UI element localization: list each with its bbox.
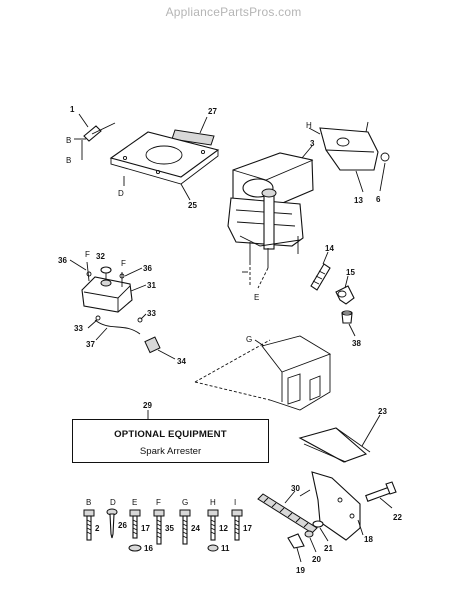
part-13-muffler [308,121,390,171]
callout-30: 30 [291,484,300,493]
hardware-b-number: 2 [95,524,100,533]
callout-25: 25 [188,201,197,210]
part-27-strip [171,129,215,146]
callout-33-right: 33 [147,309,156,318]
callout-37: 37 [86,340,95,349]
part-22-bolt [365,481,397,502]
callout-19: 19 [296,566,305,575]
callout-22: 22 [393,513,402,522]
part-34-filter [144,336,161,354]
hardware-g-letter: G [182,498,188,507]
callout-36-right: 36 [143,264,152,273]
callout-20: 20 [312,555,321,564]
letter-b-lower: B [66,156,71,165]
letter-e: E [254,293,259,302]
part-3-engine [227,152,314,289]
callout-27: 27 [208,107,217,116]
callout-13: 13 [354,196,363,205]
callout-21: 21 [324,544,333,553]
part-14-pipe [310,263,331,291]
part-25-plate [109,131,220,186]
part-30-grating [257,493,318,534]
callout-23: 23 [378,407,387,416]
hardware-f-number: 35 [165,524,174,533]
spark-arrester-label: Spark Arrester [139,446,202,457]
callout-3: 3 [310,139,315,148]
optional-equipment-box: OPTIONAL EQUIPMENT Spark Arrester [72,419,269,463]
letter-f-left: F [85,250,90,259]
part-31-fuel-tank [81,261,133,313]
letter-b-upper: B [66,136,71,145]
letter-f-right: F [121,259,126,268]
hardware-i-number: 17 [243,524,252,533]
callout-38: 38 [352,339,361,348]
callout-15: 15 [346,268,355,277]
hardware-h-number: 12 [219,524,228,533]
part-37-fuel-line [94,319,141,335]
mounting-frame [194,335,332,411]
hardware-e-number: 17 [141,524,150,533]
hardware-e-letter: E [132,498,137,507]
callout-29: 29 [143,401,152,410]
washer-16: 16 [144,544,153,553]
part-19-clip [287,533,305,549]
part-18-bracket [299,471,361,541]
hardware-d-number: 26 [118,521,127,530]
part-23-deflector [298,427,371,463]
watermark: AppliancePartsPros.com [165,5,302,19]
hardware-row: B 2 D 26 E 17 16 F 35 G 24 H 12 [83,498,252,553]
optional-equipment-title: OPTIONAL EQUIPMENT [114,429,227,440]
callout-36-left: 36 [58,256,67,265]
hardware-i-letter: I [234,498,236,507]
callout-1: 1 [70,105,75,114]
letter-h: H [306,121,312,130]
hardware-h-letter: H [210,498,216,507]
hardware-f-letter: F [156,498,161,507]
hardware-d-letter: D [110,498,116,507]
callout-31: 31 [147,281,156,290]
washer-11: 11 [221,544,230,553]
part-20-nut [304,530,314,538]
part-15-elbow [335,285,355,305]
letter-g: G [246,335,252,344]
callout-14: 14 [325,244,334,253]
callout-6: 6 [376,195,381,204]
part-1-bracket [74,122,116,160]
part-21-washer [312,520,324,528]
callout-34: 34 [177,357,186,366]
hardware-g-number: 24 [191,524,200,533]
callout-33-left: 33 [74,324,83,333]
part-38-cap [341,310,353,324]
callout-18: 18 [364,535,373,544]
hardware-b-letter: B [86,498,91,507]
callout-32: 32 [96,252,105,261]
letter-d: D [118,189,124,198]
